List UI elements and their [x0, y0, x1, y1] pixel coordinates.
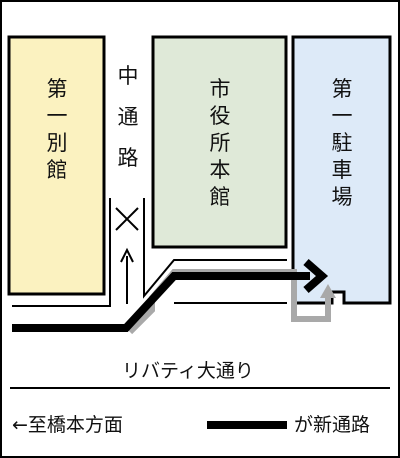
street-border-right — [143, 198, 287, 299]
label-char: 別 — [46, 131, 68, 155]
street-border-left — [12, 198, 111, 307]
label-char: 第 — [331, 77, 353, 101]
label-char: 路 — [117, 146, 139, 170]
up-arrow-icon — [120, 247, 134, 304]
parking-1-label: 第一駐車場 — [327, 76, 357, 211]
x-mark-icon — [115, 207, 139, 231]
label-char: 駐 — [331, 131, 353, 155]
label-char: 車 — [331, 158, 353, 182]
label-char: 中 — [117, 64, 139, 88]
label-char: 市 — [209, 77, 231, 101]
legend-label: が新通路 — [294, 414, 371, 436]
annex-1-label: 第一別館 — [42, 76, 72, 184]
label-char: 役 — [209, 104, 231, 128]
city-hall-building — [151, 35, 288, 249]
city-hall-label: 市役所本館 — [205, 76, 235, 211]
street-label: 中通路 — [113, 56, 143, 179]
label-char: 一 — [46, 104, 68, 128]
label-char: 本 — [209, 158, 231, 182]
label-char: 第 — [46, 77, 68, 101]
annex-1-building — [7, 35, 106, 296]
label-char: 所 — [209, 131, 231, 155]
parking-1-building — [291, 35, 392, 305]
label-char: 館 — [46, 158, 68, 182]
main-road-label: リバティ大通り — [122, 360, 254, 382]
label-char: 館 — [209, 185, 231, 209]
label-char: 場 — [331, 185, 353, 209]
label-char: 通 — [117, 105, 139, 129]
direction-label: ←至橋本方面 — [12, 414, 123, 436]
label-char: 一 — [331, 104, 353, 128]
new-route — [12, 258, 329, 332]
